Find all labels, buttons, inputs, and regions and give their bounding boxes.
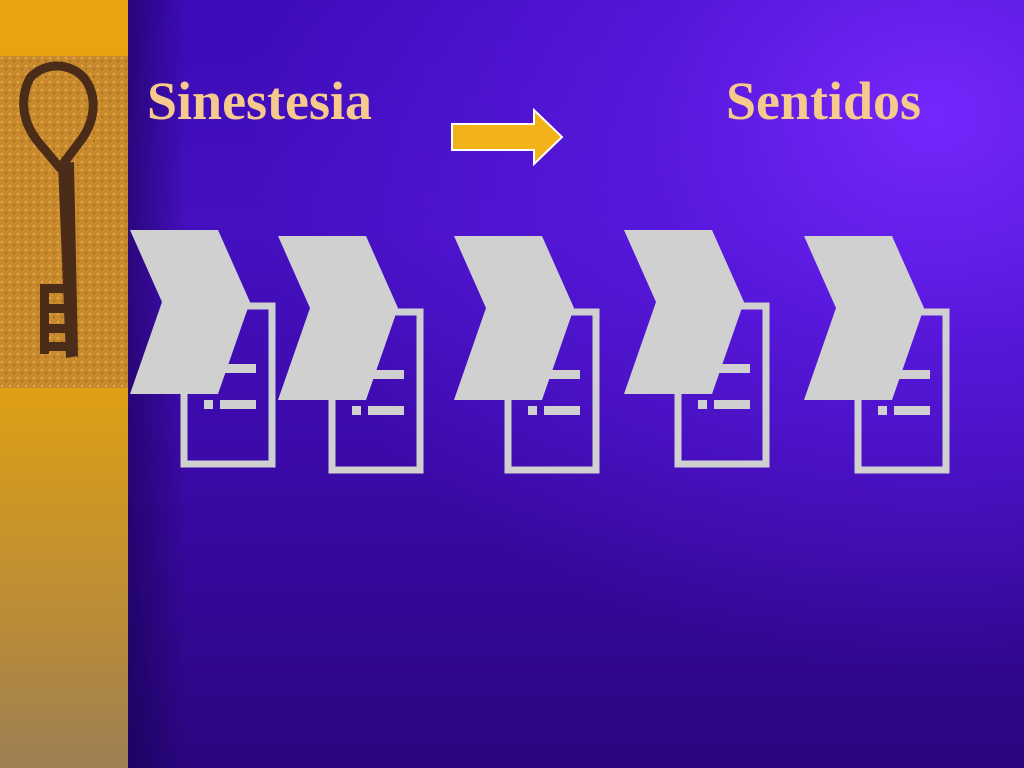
process-step: [624, 230, 770, 468]
chevron-icon: [278, 236, 398, 400]
title-sinestesia: Sinestesia: [147, 71, 373, 131]
chevron-icon: [130, 230, 250, 394]
title-sentidos: Sentidos: [726, 71, 922, 131]
key-image: [0, 56, 128, 388]
list-placeholder-icon: [674, 302, 770, 468]
arrow-right-icon: [451, 108, 564, 166]
list-placeholder-icon: [854, 308, 950, 474]
chevron-icon: [624, 230, 744, 394]
process-step: [454, 236, 600, 474]
process-step: [278, 236, 424, 474]
process-step: [130, 230, 276, 468]
chevron-icon: [454, 236, 574, 400]
list-placeholder-icon: [180, 302, 276, 468]
chevron-icon: [804, 236, 924, 400]
list-placeholder-icon: [504, 308, 600, 474]
process-step: [804, 236, 950, 474]
process-diagram: [130, 230, 950, 474]
list-placeholder-icon: [328, 308, 424, 474]
